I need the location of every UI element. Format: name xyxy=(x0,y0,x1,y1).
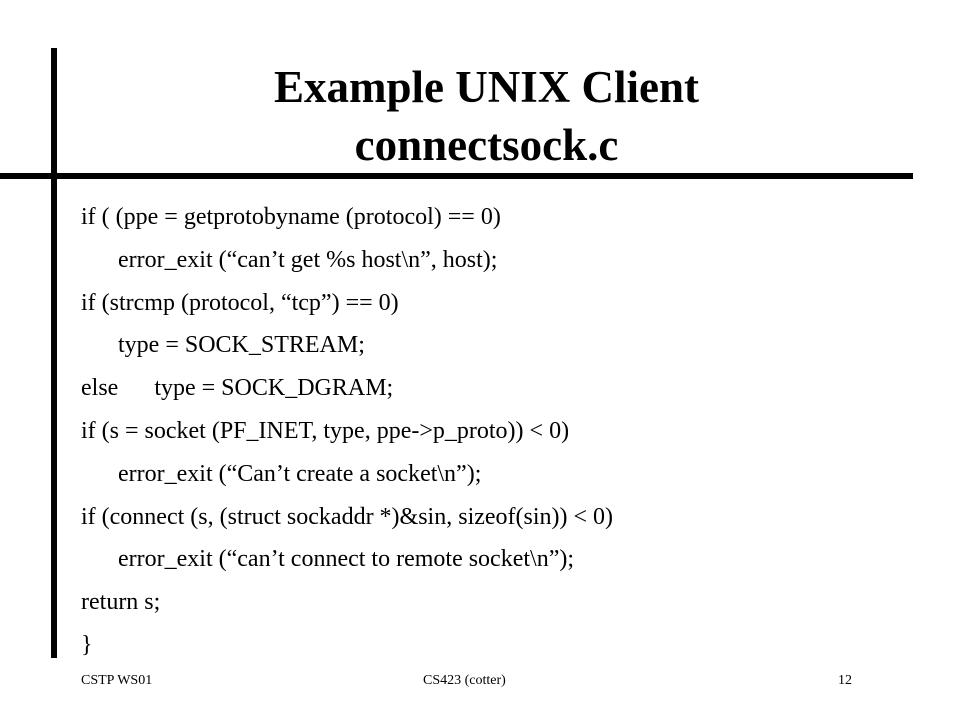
code-listing: if ( (ppe = getprotobyname (protocol) ==… xyxy=(81,196,613,667)
code-line: if (connect (s, (struct sockaddr *)&sin,… xyxy=(81,503,614,530)
code-line: error_exit (“Can’t create a socket\n”); xyxy=(118,460,482,487)
horizontal-rule xyxy=(0,173,913,179)
slide-title-line-2: connectsock.c xyxy=(354,120,619,170)
code-line: if (strcmp (protocol, “tcp”) == 0) xyxy=(81,289,399,316)
vertical-rule xyxy=(51,48,57,658)
page-number: 12 xyxy=(838,673,852,688)
code-line: if ( (ppe = getprotobyname (protocol) ==… xyxy=(81,204,501,230)
code-line: if (s = socket (PF_INET, type, ppe->p_pr… xyxy=(81,417,570,444)
code-line: type = SOCK_STREAM; xyxy=(118,332,365,359)
code-line: error_exit (“can’t connect to remote soc… xyxy=(118,546,575,573)
code-line: } xyxy=(81,631,93,658)
footer-author: CS423 (cotter) xyxy=(423,673,506,688)
code-line: return s; xyxy=(81,589,161,616)
slide-title: Example UNIX Client connectsock.c xyxy=(60,58,913,174)
code-line: else type = SOCK_DGRAM; xyxy=(81,375,394,402)
code-line: error_exit (“can’t get %s host\n”, host)… xyxy=(118,246,498,273)
slide-title-line-1: Example UNIX Client xyxy=(274,62,699,112)
footer-course: CSTP WS01 xyxy=(81,673,153,688)
